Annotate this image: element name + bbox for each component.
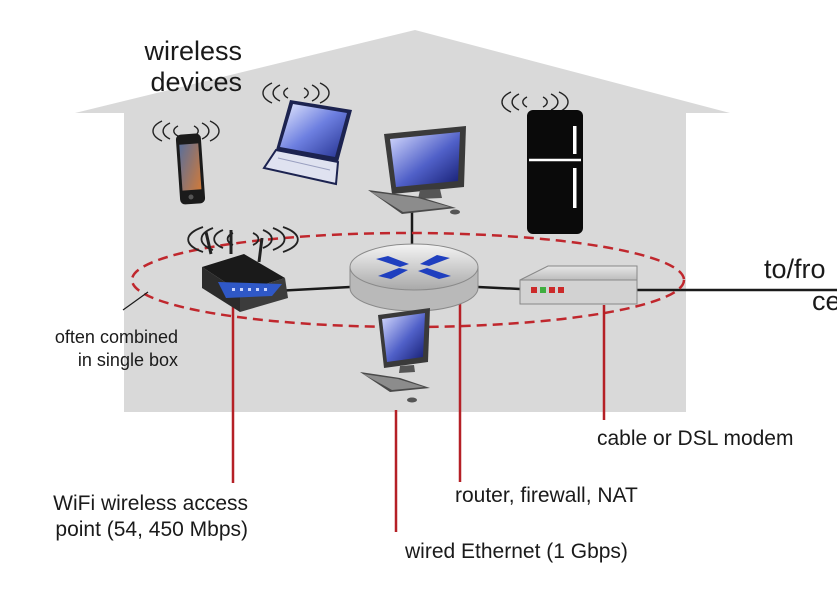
- often-combined-label: often combined in single box: [0, 326, 178, 372]
- wireless-devices-line2: devices: [150, 67, 242, 97]
- wifi-label-line2: point (54, 450 Mbps): [55, 518, 248, 541]
- router-label: router, firewall, NAT: [455, 484, 638, 507]
- wifi-access-point-label: WiFi wireless access point (54, 450 Mbps…: [0, 491, 248, 543]
- smartphone-icon: [175, 133, 206, 205]
- often-combined-pointer: [122, 291, 149, 311]
- to-from-label-line2: ce: [812, 286, 837, 316]
- laptop-icon: [262, 100, 352, 186]
- callout-lines: [231, 300, 606, 532]
- desktop-icon: [368, 126, 466, 215]
- wifi-router-icon: [202, 230, 288, 312]
- router-icon: [349, 243, 479, 312]
- often-combined-line2: in single box: [77, 350, 178, 370]
- refrigerator-icon: [527, 110, 583, 234]
- wifi-label-line1: WiFi wireless access: [53, 492, 248, 515]
- often-combined-line1: often combined: [54, 327, 178, 347]
- wired-ethernet-label: wired Ethernet (1 Gbps): [405, 540, 628, 563]
- combined-box-oval: [130, 231, 686, 329]
- cable-dsl-modem-label: cable or DSL modem: [597, 427, 794, 450]
- wireless-devices-label: wireless devices: [120, 36, 242, 98]
- modem-icon: [519, 265, 638, 305]
- desktop-small-icon: [360, 308, 430, 403]
- wireless-waves-icon: [152, 82, 569, 253]
- wireless-devices-line1: wireless: [144, 36, 242, 66]
- to-from-label-line1: to/fro: [764, 254, 826, 284]
